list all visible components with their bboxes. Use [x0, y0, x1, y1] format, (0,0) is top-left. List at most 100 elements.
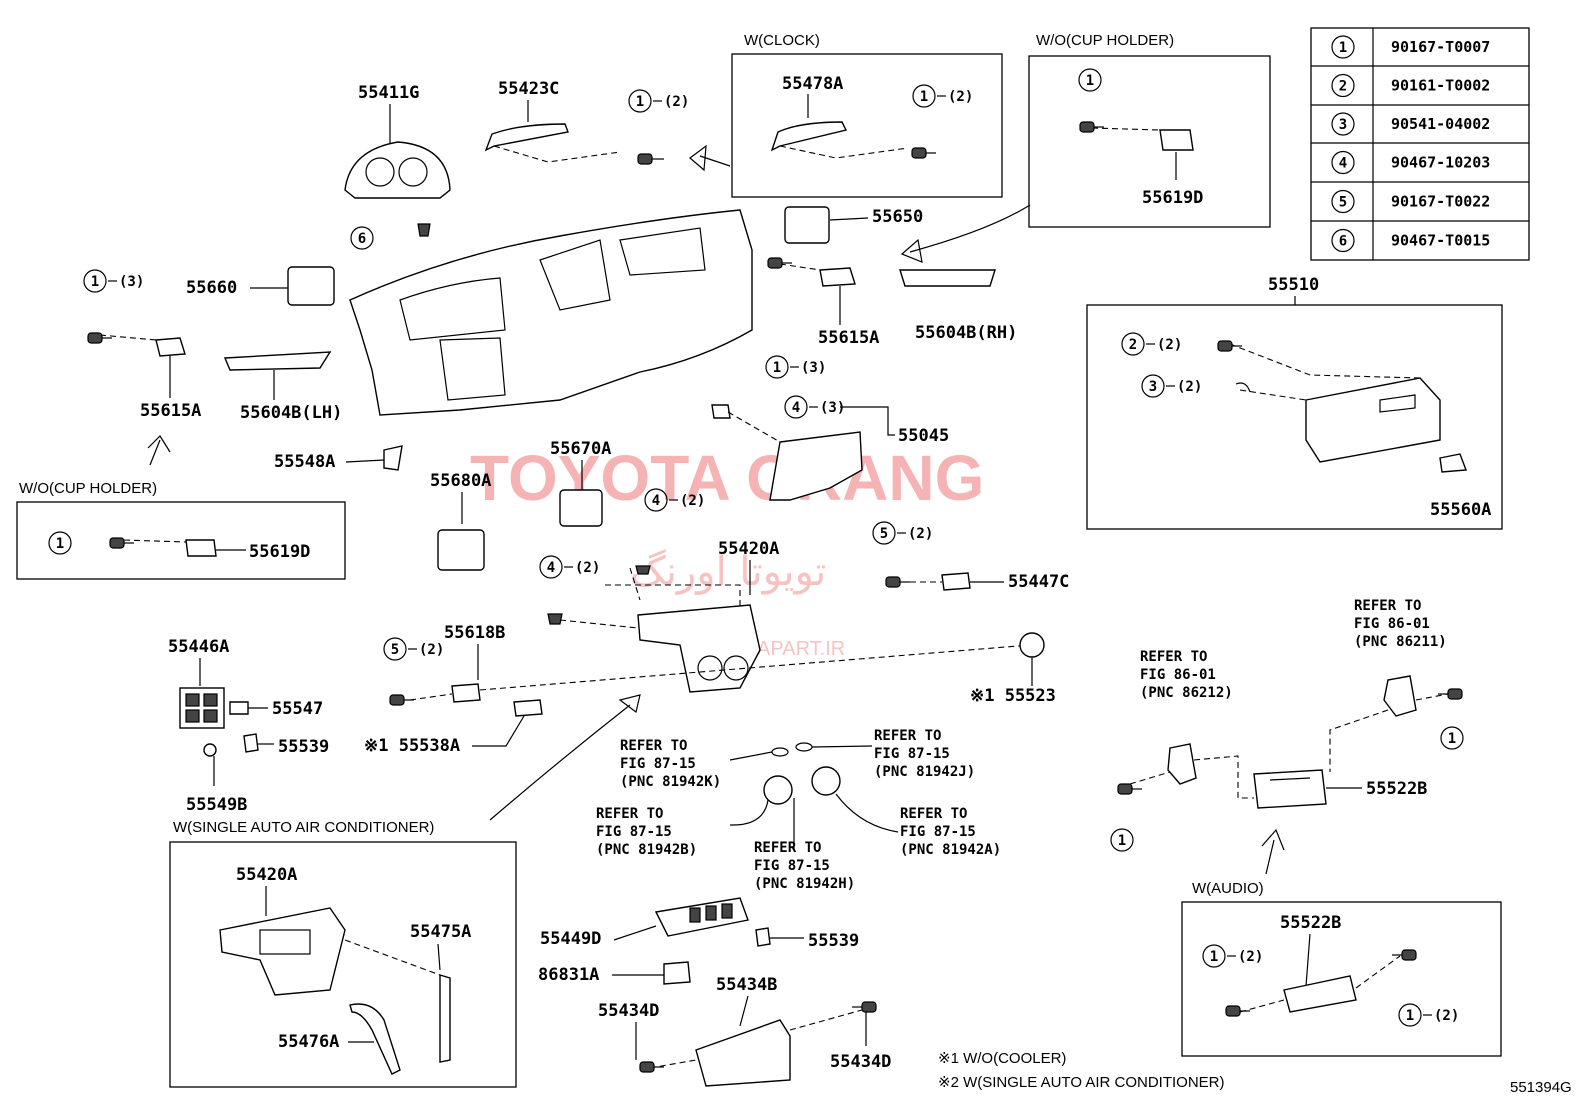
callout-number: 4	[652, 493, 660, 509]
bracket-55615A-mid	[819, 267, 856, 287]
arrow-audio	[1261, 828, 1285, 875]
callout-circle	[644, 488, 668, 512]
lower-panel-55045	[769, 431, 863, 501]
key-number: 6	[1339, 234, 1347, 250]
refer-line: (PNC 81942J)	[874, 764, 975, 780]
callout-circle	[350, 226, 374, 250]
bracket-55615A-left	[155, 337, 186, 357]
single-ac-inset	[169, 841, 517, 1088]
callout: 4(2)	[539, 555, 600, 579]
callout: 1	[48, 531, 72, 555]
screw-icon	[1438, 688, 1463, 700]
label-55548A: 55548A	[274, 452, 335, 472]
label-55618B: 55618B	[444, 623, 505, 643]
label-55045: 55045	[898, 426, 949, 446]
key-number: 4	[1339, 156, 1347, 172]
key-circle	[1331, 150, 1355, 175]
label-55680A: 55680A	[430, 471, 491, 491]
ring-81942A	[811, 766, 841, 796]
callout-qty: (3)	[820, 400, 845, 416]
cup-holder-inset-left	[16, 501, 346, 580]
refer-line: FIG 87-15	[596, 824, 672, 840]
callout-qty: (3)	[119, 274, 144, 290]
clip-icon	[417, 223, 431, 237]
lock-55560A	[1439, 453, 1467, 473]
key-circle	[1331, 35, 1355, 59]
audio-bracket-inset	[1283, 975, 1357, 1013]
label-55423C: 55423C	[498, 79, 559, 99]
refer-line: (PNC 81942H)	[754, 876, 855, 892]
label-55660: 55660	[186, 278, 237, 298]
cap-55523	[1019, 632, 1045, 658]
callout: 2(2)	[1121, 332, 1182, 356]
refer-line: REFER TO	[1354, 598, 1421, 614]
part-number: 90167-T0022	[1391, 193, 1490, 211]
clip-55045	[711, 404, 731, 419]
condition-audio: W(AUDIO)	[1192, 880, 1264, 897]
arrow-clock	[689, 144, 731, 172]
watermark: TOYOTA ORANG تویوتا اورنگ TOYOTAPART.IR	[470, 442, 984, 660]
refer-line: (PNC 81942K)	[620, 774, 721, 790]
label-55604B-LH: 55604B(LH)	[240, 403, 342, 423]
condition-wo-cup-top: W/O(CUP HOLDER)	[1036, 32, 1174, 49]
vent-55650	[784, 206, 830, 244]
meter-hood-part	[344, 141, 451, 199]
callout-number: 1	[1086, 73, 1094, 89]
callout-number: 4	[547, 560, 555, 576]
refer-line: REFER TO	[596, 806, 663, 822]
callout-circle	[784, 395, 808, 419]
callout: 4(3)	[784, 395, 845, 419]
note-wo-cooler: ※1 W/O(COOLER)	[938, 1050, 1066, 1067]
clip-icon	[547, 613, 563, 625]
label-55604B-RH: 55604B(RH)	[915, 323, 1017, 343]
label-55560A: 55560A	[1430, 500, 1491, 520]
label-55420A-inset: 55420A	[236, 865, 297, 885]
screw-icon	[885, 576, 910, 588]
callout: 5(2)	[383, 637, 444, 661]
key-circle	[1331, 73, 1355, 98]
cup-holder-rh	[899, 269, 996, 287]
cup-holder-lh	[223, 351, 332, 371]
condition-w-clock: W(CLOCK)	[744, 32, 820, 49]
label-55420A: 55420A	[718, 539, 779, 559]
screw-icon	[852, 1001, 877, 1013]
callout: 1(2)	[628, 89, 689, 113]
callout-number: 1	[1406, 1008, 1414, 1024]
cup-holder-inset-top	[1028, 55, 1271, 228]
label-55475A: 55475A	[410, 922, 471, 942]
screw-icon	[109, 537, 134, 549]
label-55549B: 55549B	[186, 795, 247, 815]
clip-icon	[635, 565, 651, 575]
label-55434D-right: 55434D	[830, 1052, 891, 1072]
callout: 5(2)	[872, 521, 933, 545]
label-55547: 55547	[272, 699, 323, 719]
table-border	[1310, 27, 1530, 261]
screw-icon	[637, 153, 664, 165]
label-55615A-mid: 55615A	[818, 328, 879, 348]
bracket-86211	[1383, 675, 1417, 717]
label-86831A: 86831A	[538, 965, 599, 985]
callout-number: 1	[773, 360, 781, 376]
label-55619D-top: 55619D	[1142, 188, 1203, 208]
callout: 6	[350, 226, 374, 250]
callout-qty: (2)	[680, 493, 705, 509]
refer-line: REFER TO	[754, 840, 821, 856]
refer-line: FIG 86-01	[1354, 616, 1430, 632]
callout-number: 1	[1448, 731, 1456, 747]
callout-qty: (2)	[1177, 379, 1202, 395]
callout-circle	[1110, 828, 1134, 852]
callout-number: 1	[1210, 949, 1218, 965]
clock-inset-box	[731, 53, 1003, 198]
trim-55476A	[349, 1003, 401, 1075]
label-55538A: ※1 55538A	[364, 736, 460, 756]
part-number: 90541-04002	[1391, 115, 1490, 133]
glove-box-inset	[1086, 304, 1503, 530]
label-55411G: 55411G	[358, 83, 419, 103]
